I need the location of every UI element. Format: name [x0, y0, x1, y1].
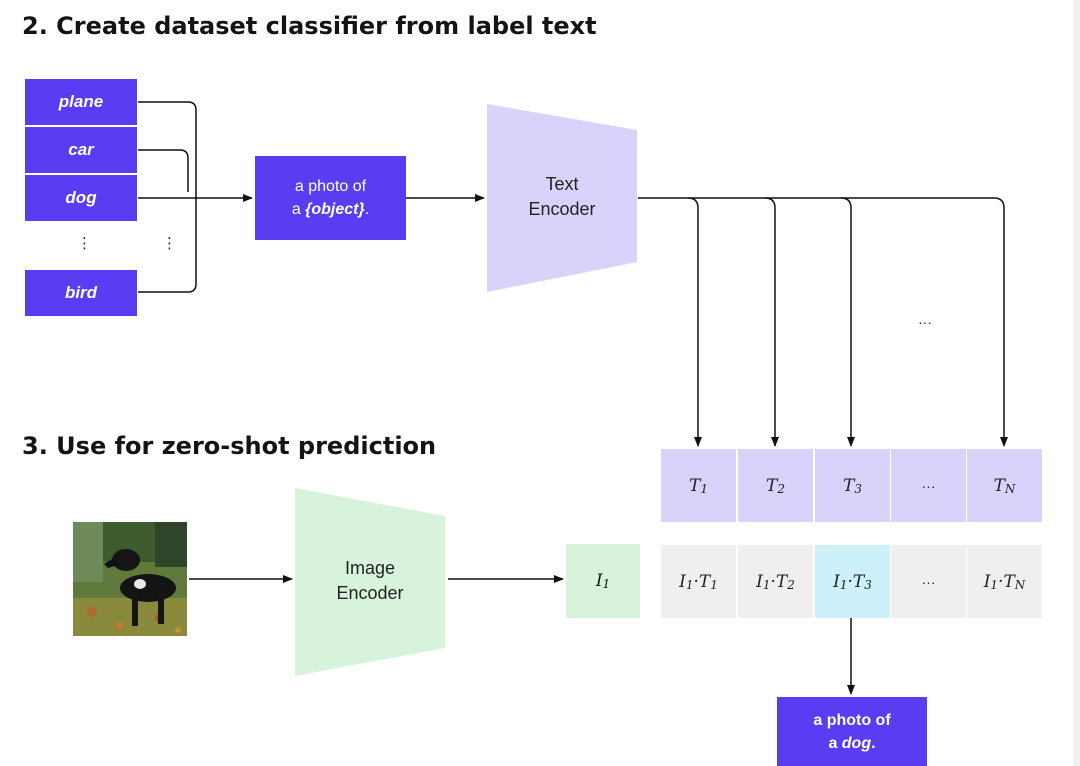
similarity-ellipsis: ···	[891, 545, 966, 618]
prediction-result-box: a photo of a dog.	[777, 697, 927, 766]
text-embedding-arrows	[638, 197, 1008, 447]
label-bird: bird	[25, 270, 137, 316]
prompt-template-line1: a photo of	[294, 178, 367, 195]
prompt-template-line2: a {object}.	[291, 201, 370, 218]
label-plane: plane	[25, 79, 137, 125]
prediction-line1: a photo of	[813, 711, 891, 729]
image-encoder-shape	[295, 488, 445, 676]
prediction-line2: a dog.	[828, 734, 876, 752]
text-embedding-ellipsis: ···	[891, 449, 966, 522]
dog-photo	[73, 522, 187, 636]
bracket-ellipsis: ⋮	[162, 235, 177, 252]
image-encoder-label: Image Encoder	[336, 558, 404, 603]
label-car: car	[25, 127, 137, 173]
section-3-title: 3. Use for zero-shot prediction	[22, 432, 437, 460]
page-scrollbar[interactable]	[1073, 0, 1080, 766]
section-2-title: 2. Create dataset classifier from label …	[22, 12, 597, 40]
labels-ellipsis: ⋮	[77, 235, 92, 252]
arrows-ellipsis: ···	[918, 314, 932, 330]
text-encoder-shape	[487, 104, 637, 292]
prompt-template-box: a photo of a {object}.	[255, 156, 406, 240]
label-dog: dog	[25, 175, 137, 221]
text-encoder-label: Text Encoder	[528, 174, 596, 219]
label-merge-lines	[138, 101, 197, 293]
